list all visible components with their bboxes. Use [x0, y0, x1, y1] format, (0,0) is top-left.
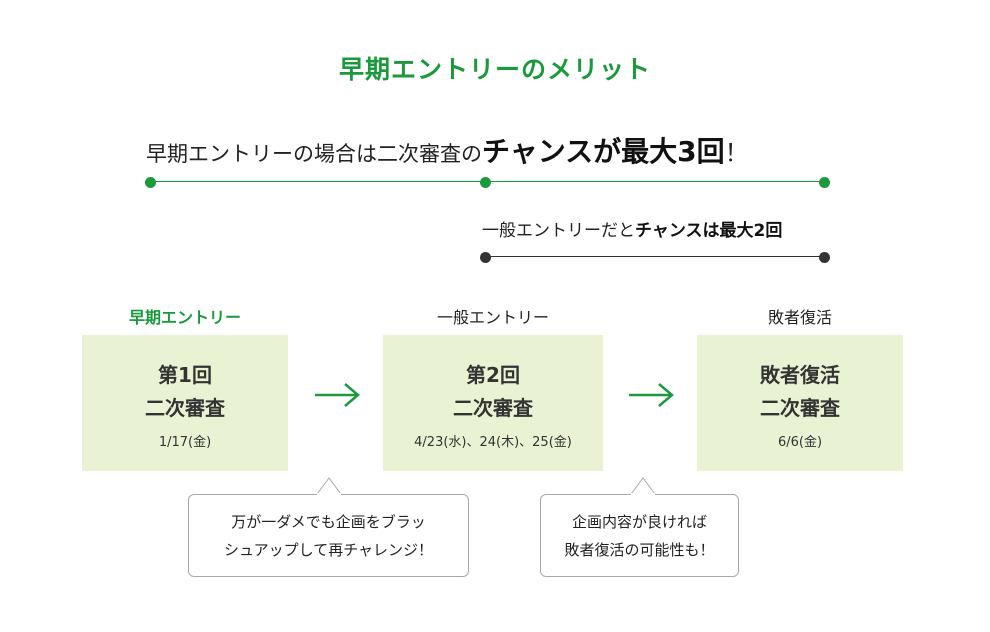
note-2-line1: 企画内容が良ければ — [571, 512, 707, 531]
note-1-line2: シュアップして再チャレンジ！ — [223, 540, 434, 559]
stage-label-early: 早期エントリー — [128, 308, 241, 327]
stage-card-3-line1: 敗者復活 — [760, 363, 840, 387]
general-timeline-dot-1 — [479, 251, 491, 263]
note-1-line1: 万が一ダメでも企画をブラッ — [231, 512, 426, 531]
stage-label-general: 一般エントリー — [436, 308, 549, 327]
stage-card-2-line1: 第2回 — [466, 363, 520, 387]
note-bubble-2: 企画内容が良ければ 敗者復活の可能性も！ — [540, 476, 739, 577]
arrow-right-icon — [315, 383, 360, 407]
stage-label-revival: 敗者復活 — [767, 308, 832, 327]
stage-card-2-line2: 二次審査 — [453, 396, 533, 420]
note-bubble-1: 万が一ダメでも企画をブラッ シュアップして再チャレンジ！ — [188, 476, 469, 577]
general-headline-emphasis: チャンスは最大2回 — [635, 221, 783, 241]
early-headline-suffix: ！ — [724, 139, 749, 167]
early-entry-headline: 早期エントリーの場合は二次審査のチャンスが最大3回！ — [146, 130, 749, 170]
stage-card-1-line2: 二次審査 — [145, 396, 225, 420]
stage-card-1-line1: 第1回 — [158, 363, 212, 387]
general-timeline-dot-2 — [818, 251, 830, 263]
early-timeline-dot-2 — [479, 176, 491, 188]
stage-card-3-date: 6/6(金) — [777, 435, 823, 450]
early-headline-prefix: 早期エントリーの場合は二次審査の — [146, 142, 482, 166]
stage-card-2: 第2回 二次審査 4/23(水)、24(木)、25(金) — [383, 335, 603, 471]
arrow-right-icon — [629, 383, 674, 407]
general-timeline-line — [485, 256, 824, 257]
stage-card-2-date: 4/23(水)、24(木)、25(金) — [414, 435, 572, 450]
stage-card-1-date: 1/17(金) — [158, 435, 212, 450]
early-timeline-dot-1 — [144, 176, 156, 188]
page-title: 早期エントリーのメリット — [338, 55, 651, 84]
stage-card-3: 敗者復活 二次審査 6/6(金) — [697, 335, 903, 471]
early-timeline-dot-3 — [818, 176, 830, 188]
stage-card-3-line2: 二次審査 — [760, 396, 840, 420]
note-2-line2: 敗者復活の可能性も！ — [564, 540, 715, 559]
general-entry-headline: 一般エントリーだとチャンスは最大2回 — [482, 216, 782, 241]
early-headline-emphasis: チャンスが最大3回 — [482, 135, 725, 168]
stage-card-1: 第1回 二次審査 1/17(金) — [82, 335, 288, 471]
general-headline-prefix: 一般エントリーだと — [482, 221, 635, 241]
